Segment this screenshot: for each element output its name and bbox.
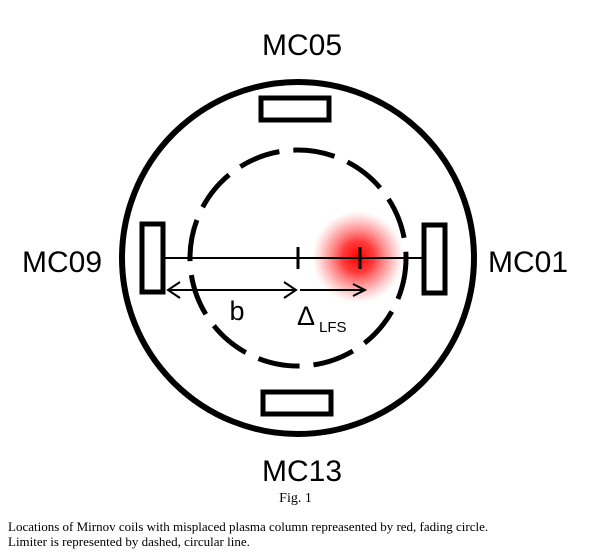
figure-label: Fig. 1	[279, 491, 312, 506]
shift-subscript-label: LFS	[319, 319, 347, 336]
coil-mc05-rect	[258, 95, 332, 123]
vacuum-vessel-circle	[119, 79, 477, 437]
coil-mc09-rect	[139, 221, 166, 295]
tokamak-cross-section-diagram: b Δ LFS MC05 MC01 MC13 MC09	[22, 29, 568, 488]
coil-mc01-label: MC01	[488, 246, 568, 279]
shift-arrowhead	[352, 283, 368, 297]
caption-line-1: Locations of Mirnov coils with misplaced…	[8, 519, 489, 534]
caption-line-2: Limiter is represented by dashed, circul…	[8, 534, 250, 549]
minor-radius-arrowhead-left	[166, 281, 181, 299]
coil-mc13-label: MC13	[262, 455, 342, 488]
coil-mc05-label: MC05	[262, 29, 342, 62]
coil-mc13-rect	[260, 389, 334, 417]
shift-symbol-label: Δ	[297, 301, 315, 331]
figure-caption: Locations of Mirnov coils with misplaced…	[8, 519, 588, 549]
minor-radius-label: b	[229, 296, 244, 326]
coil-mc01-rect	[421, 222, 448, 296]
coil-mc09-label: MC09	[22, 246, 102, 279]
minor-radius-arrowhead-right	[283, 281, 298, 299]
